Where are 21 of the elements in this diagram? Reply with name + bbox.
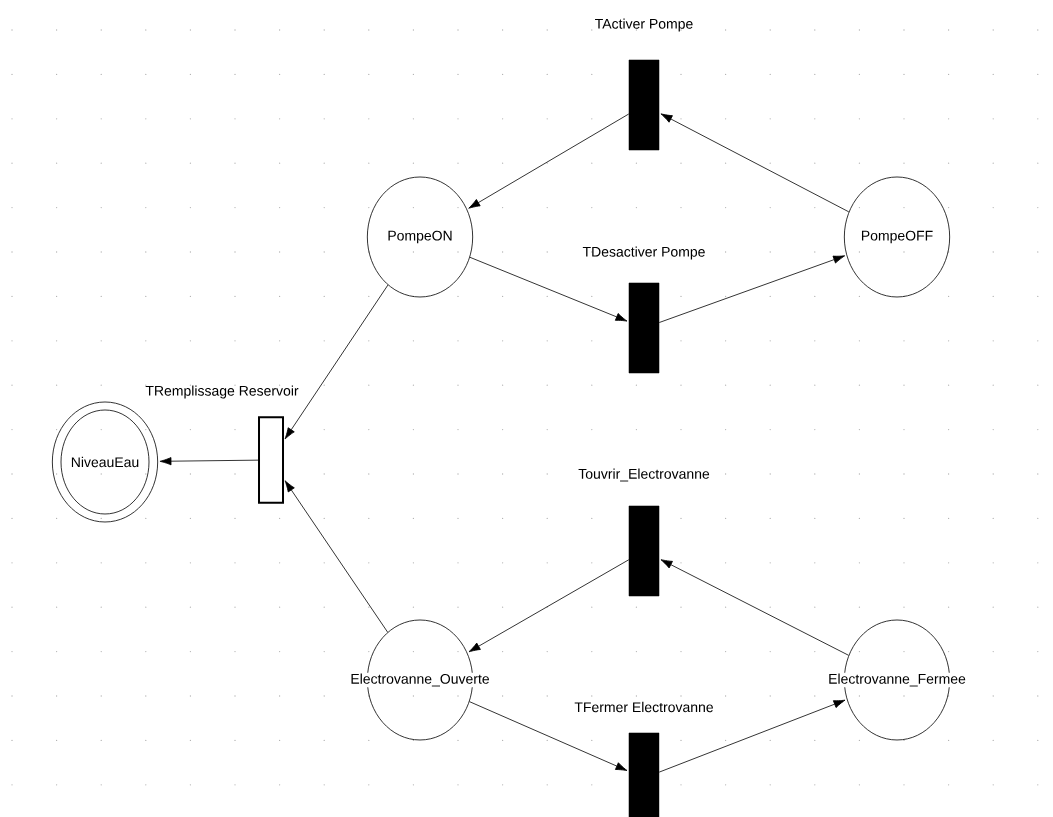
arrow (469, 256, 628, 322)
place-label: Electrovanne_Ouverte (349, 672, 491, 688)
transition-label: TActiver Pompe (595, 18, 693, 32)
transition-label: Touvrir_Electrovanne (578, 468, 710, 482)
arrow (284, 480, 388, 633)
arrow (660, 559, 849, 656)
arrow (159, 457, 259, 466)
arrow (469, 701, 628, 771)
transition-label: TRemplissage Reservoir (145, 385, 299, 399)
place-label: PompeON (386, 230, 454, 244)
place-label: NiveauEau (70, 456, 140, 468)
place-label: PompeOFF (860, 230, 934, 244)
arrow (468, 559, 630, 653)
arrow (658, 699, 846, 773)
arrow (658, 255, 846, 323)
arrow (660, 113, 850, 213)
transition-label: TFermer Electrovanne (574, 701, 713, 713)
arrow (468, 113, 630, 209)
transition-label: TDesactiver Pompe (582, 246, 705, 260)
arrow (284, 284, 389, 440)
place-label: Electrovanne_Fermee (827, 672, 967, 688)
